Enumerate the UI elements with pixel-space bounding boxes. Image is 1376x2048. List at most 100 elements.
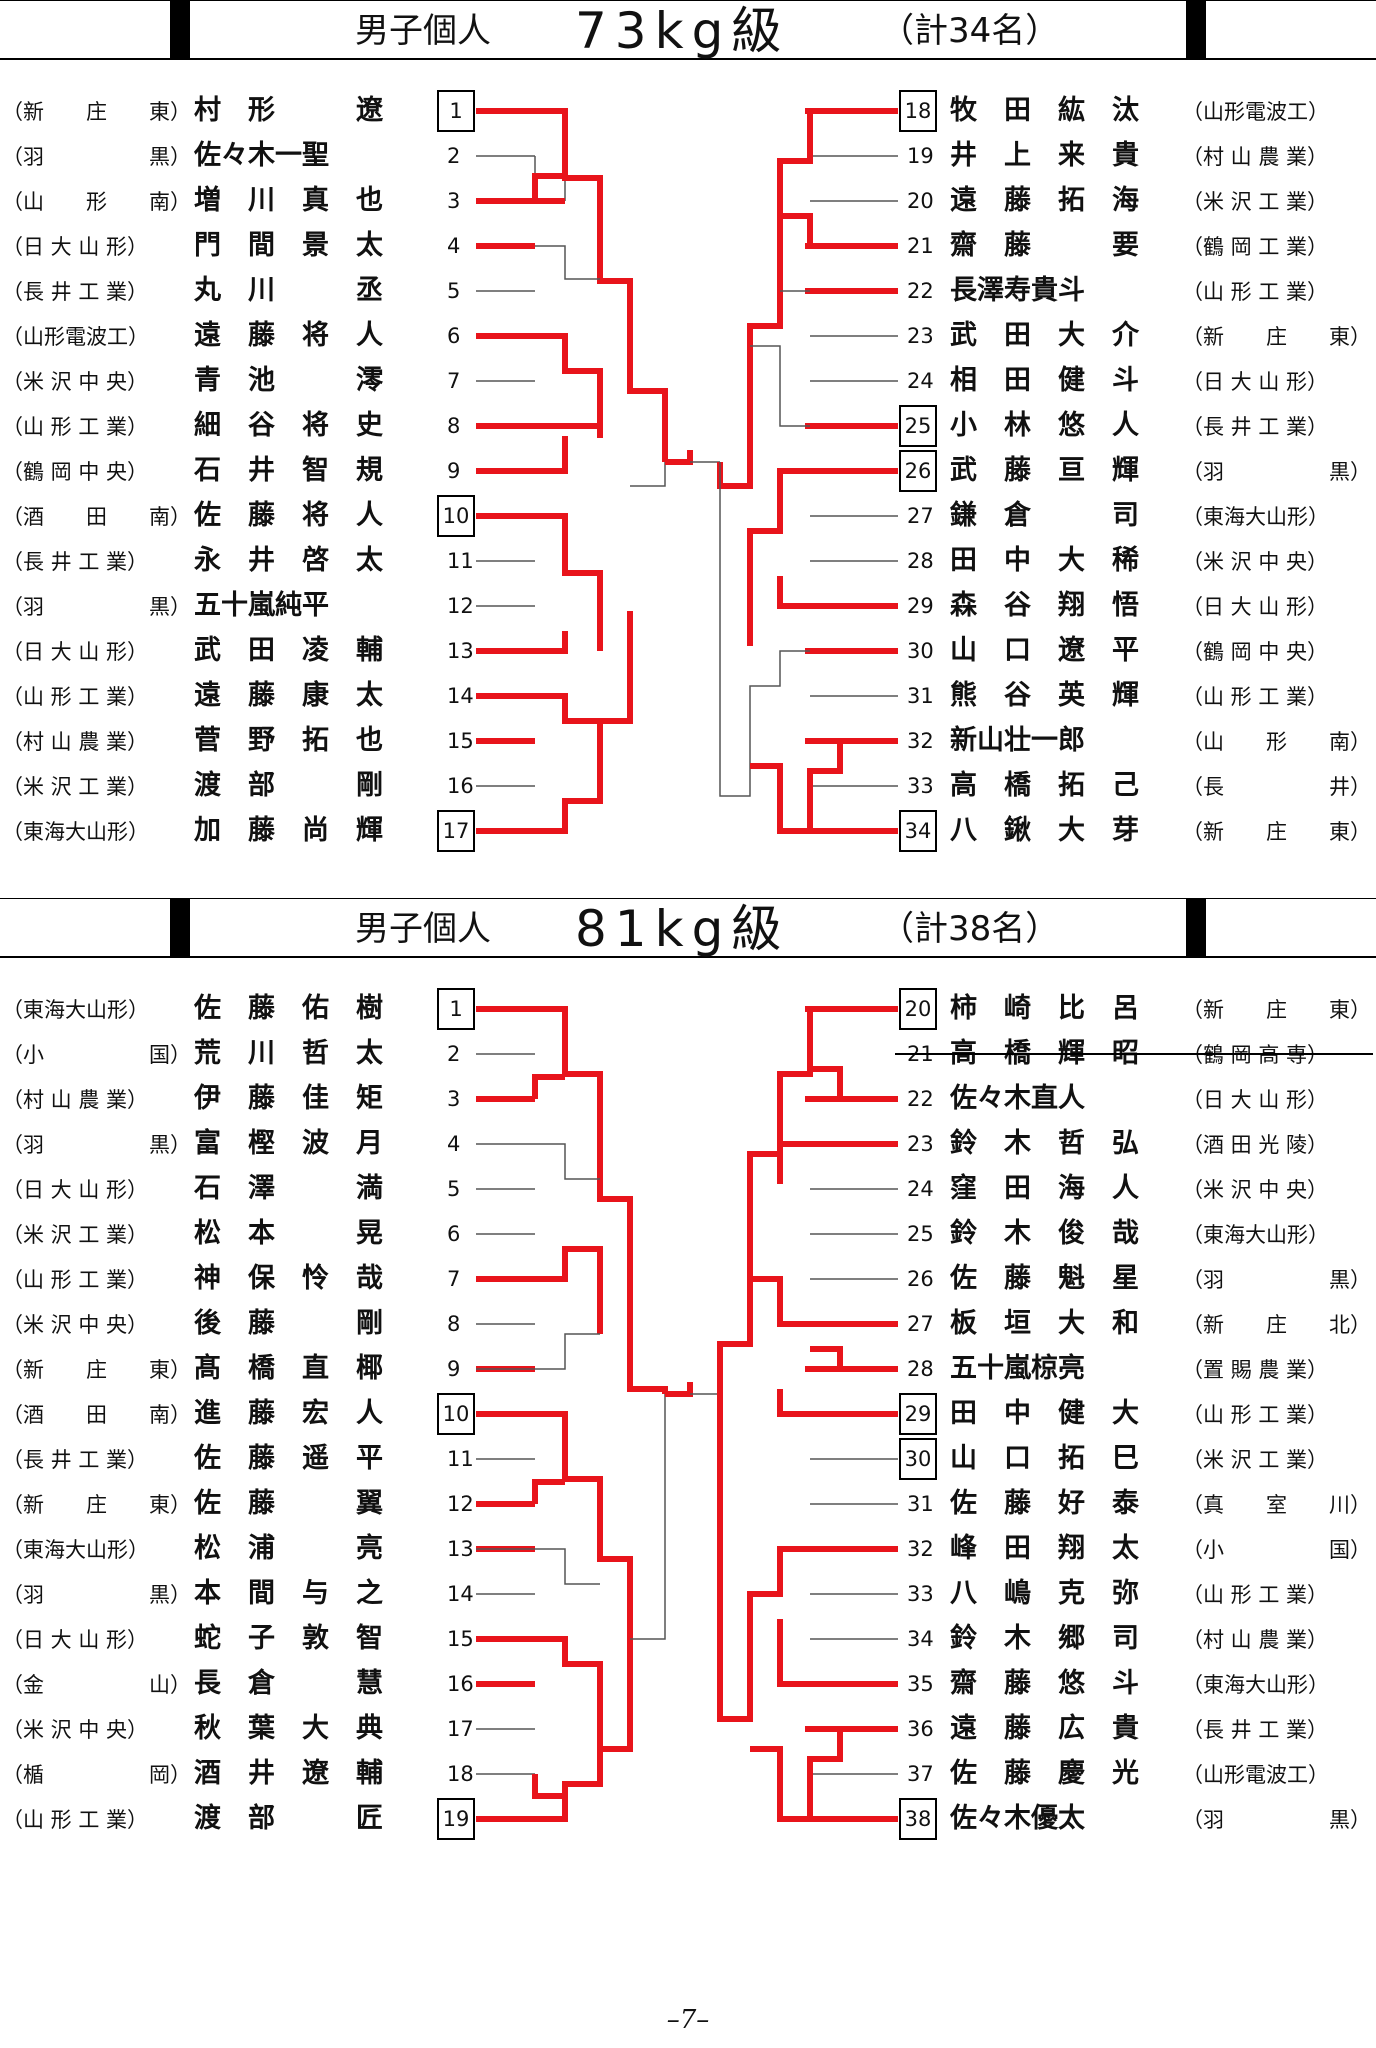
athlete-name: 渡 部 匠: [194, 1803, 383, 1834]
entry-left: （羽 黒）富 樫 波 月: [2, 1124, 426, 1164]
school-name: （山 形 工 業）: [2, 685, 149, 709]
seed-number: 10: [437, 495, 475, 537]
athlete-name: 本 間 与 之: [194, 1578, 383, 1609]
entry-right: 板 垣 大 和（新 庄 北）: [950, 1304, 1371, 1344]
win-line: [476, 611, 633, 724]
athlete-name: 佐 藤 翼: [194, 1488, 383, 1519]
win-line: [777, 1619, 810, 1687]
school-name: （村 山 農 業）: [2, 730, 149, 754]
school-name: （米 沢 中 央）: [2, 1313, 149, 1337]
athlete-name: 細 谷 将 史: [194, 410, 383, 441]
seed-number: 1: [437, 90, 475, 132]
school-name: （山 形 工 業）: [2, 1808, 149, 1832]
entry-left: （楯 岡）酒 井 遼 輔: [2, 1754, 426, 1794]
seed-number: 17: [447, 1717, 474, 1741]
seed-number: 6: [447, 1222, 461, 1246]
athlete-name: 鎌 倉 司: [950, 500, 1139, 531]
athlete-name: 遠 藤 拓 海: [950, 185, 1139, 216]
win-line: [476, 1636, 633, 1752]
school-name: （米 沢 中 央）: [1182, 550, 1329, 574]
win-line: [532, 1774, 565, 1799]
header-label: 男子個人: [355, 909, 491, 949]
seed-number: 20: [899, 988, 937, 1030]
school-name: （山 形 工 業）: [2, 415, 149, 439]
entry-right: 武 田 大 介（新 庄 東）: [950, 316, 1371, 356]
entry-right: 佐々木優太（羽 黒）: [950, 1799, 1371, 1839]
school-name: （村 山 農 業）: [1182, 145, 1329, 169]
seed-number: 17: [437, 810, 475, 852]
entry-left: （山 形 工 業）遠 藤 康 太: [2, 676, 426, 716]
athlete-name: 峰 田 翔 太: [950, 1533, 1139, 1564]
header-count: （計38名）: [880, 909, 1060, 949]
school-name: （羽 黒）: [1182, 1268, 1371, 1292]
school-name: （日 大 山 形）: [1182, 1088, 1329, 1112]
entry-right: 山 口 遼 平（鶴 岡 中 央）: [950, 631, 1328, 671]
athlete-name: 五十嵐椋亮: [950, 1353, 1085, 1384]
athlete-name: 丸 川 丞: [194, 275, 383, 306]
seed-number: 4: [447, 234, 461, 258]
win-line: [665, 450, 693, 465]
win-line: [807, 1729, 843, 1819]
school-name: （長 井 工 業）: [2, 550, 149, 574]
header-bar-left: [170, 1, 190, 58]
entry-right: 鎌 倉 司（東海大山形）: [950, 496, 1329, 536]
entry-left: （米 沢 工 業）渡 部 剛: [2, 766, 426, 806]
seed-number: 19: [437, 1798, 475, 1840]
seed-number: 12: [447, 1492, 474, 1516]
win-line: [717, 1009, 813, 1394]
entry-right: 長澤寿貴斗（山 形 工 業）: [950, 271, 1328, 311]
school-name: （米 沢 工 業）: [1182, 190, 1329, 214]
entry-right: 山 口 拓 巳（米 沢 工 業）: [950, 1439, 1328, 1479]
seed-number: 4: [447, 1132, 461, 1156]
seed-number: 8: [447, 1312, 461, 1336]
athlete-name: 後 藤 剛: [194, 1308, 383, 1339]
entry-right: 鈴 木 哲 弘（酒 田 光 陵）: [950, 1124, 1328, 1164]
athlete-name: 佐 藤 佑 樹: [194, 993, 383, 1024]
athlete-name: 長 倉 慧: [194, 1668, 383, 1699]
seed-number: 33: [907, 1582, 934, 1606]
school-name: （米 沢 工 業）: [2, 775, 149, 799]
entry-left: （村 山 農 業）菅 野 拓 也: [2, 721, 426, 761]
entry-right: 井 上 来 貴（村 山 農 業）: [950, 136, 1328, 176]
entry-right: 八 嶋 克 弥（山 形 工 業）: [950, 1574, 1328, 1614]
header-bar-right: [1186, 899, 1206, 956]
athlete-name: 鈴 木 哲 弘: [950, 1128, 1139, 1159]
athlete-name: 五十嵐純平: [194, 590, 329, 621]
win-line: [810, 1346, 843, 1369]
athlete-name: 酒 井 遼 輔: [194, 1758, 383, 1789]
entry-left: （東海大山形）松 浦 亮: [2, 1529, 426, 1569]
athlete-name: 進 藤 宏 人: [194, 1398, 383, 1429]
entry-right: 五十嵐椋亮（置 賜 農 業）: [950, 1349, 1328, 1389]
entry-left: （日 大 山 形）門 間 景 太: [2, 226, 426, 266]
school-name: （長 井 工 業）: [1182, 1718, 1329, 1742]
seed-number: 36: [907, 1717, 934, 1741]
seed-number: 16: [447, 1672, 474, 1696]
win-line: [777, 576, 810, 609]
school-name: （金 山）: [2, 1673, 191, 1697]
athlete-name: 田 中 健 大: [950, 1398, 1139, 1429]
win-line: [750, 763, 810, 834]
entry-left: （山 形 工 業）神 保 怜 哉: [2, 1259, 426, 1299]
school-name: （東海大山形）: [2, 998, 149, 1022]
seed-number: 18: [447, 1762, 474, 1786]
school-name: （山形電波工）: [1182, 100, 1329, 124]
athlete-name: 佐 藤 好 泰: [950, 1488, 1139, 1519]
athlete-name: 富 樫 波 月: [194, 1128, 383, 1159]
win-line: [476, 1246, 603, 1334]
loss-line: [476, 1548, 600, 1585]
header-bar-left: [170, 899, 190, 956]
loss-line: [630, 462, 666, 487]
athlete-name: 佐 藤 慶 光: [950, 1758, 1139, 1789]
athlete-name: 佐々木優太: [950, 1803, 1085, 1834]
school-name: （米 沢 中 央）: [2, 1718, 149, 1742]
school-name: （鶴 岡 高 専）: [1182, 1043, 1329, 1067]
win-line: [532, 173, 565, 201]
athlete-name: 窪 田 海 人: [950, 1173, 1139, 1204]
athlete-name: 秋 葉 大 典: [194, 1713, 383, 1744]
seed-number: 8: [447, 414, 461, 438]
school-name: （米 沢 工 業）: [1182, 1448, 1329, 1472]
seed-number: 35: [907, 1672, 934, 1696]
seed-number: 18: [899, 90, 937, 132]
athlete-name: 門 間 景 太: [194, 230, 383, 261]
